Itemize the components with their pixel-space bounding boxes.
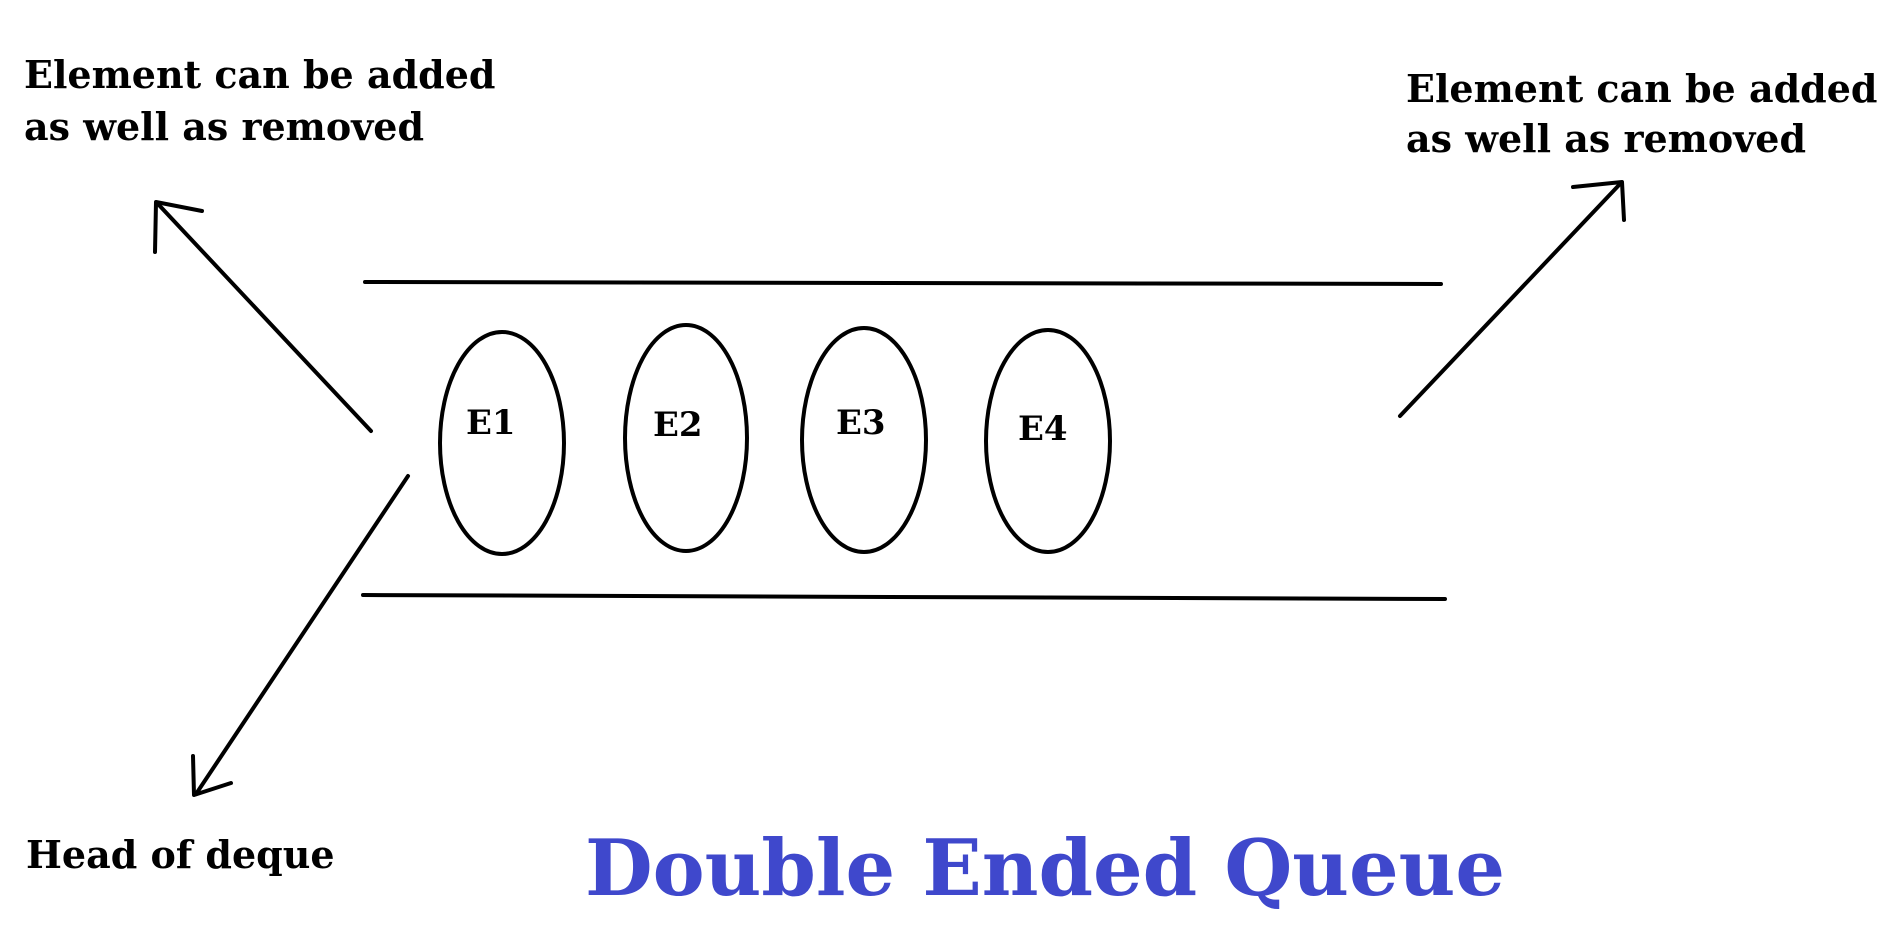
element-ellipse-e2	[623, 323, 749, 553]
top-left-arrow-icon	[153, 200, 373, 433]
head-arrow-icon	[191, 474, 410, 797]
queue-top-rail	[363, 280, 1443, 286]
top-right-label-line1: Element can be added	[1406, 66, 1877, 111]
top-right-label-line2: as well as removed	[1406, 116, 1806, 161]
element-ellipse-e3	[800, 326, 928, 554]
element-ellipse-e4	[984, 328, 1112, 554]
element-label-e1: E1	[466, 403, 516, 443]
top-right-arrow-icon	[1398, 180, 1626, 418]
head-of-deque-label: Head of deque	[26, 832, 335, 877]
element-ellipse-e1	[438, 330, 566, 556]
top-left-label-line2: as well as removed	[24, 104, 424, 149]
queue-bottom-rail	[361, 593, 1447, 601]
element-label-e4: E4	[1018, 409, 1068, 449]
element-label-e2: E2	[653, 405, 703, 445]
diagram-title: Double Ended Queue	[585, 823, 1505, 914]
top-left-label-line1: Element can be added	[24, 52, 495, 97]
element-label-e3: E3	[836, 403, 886, 443]
